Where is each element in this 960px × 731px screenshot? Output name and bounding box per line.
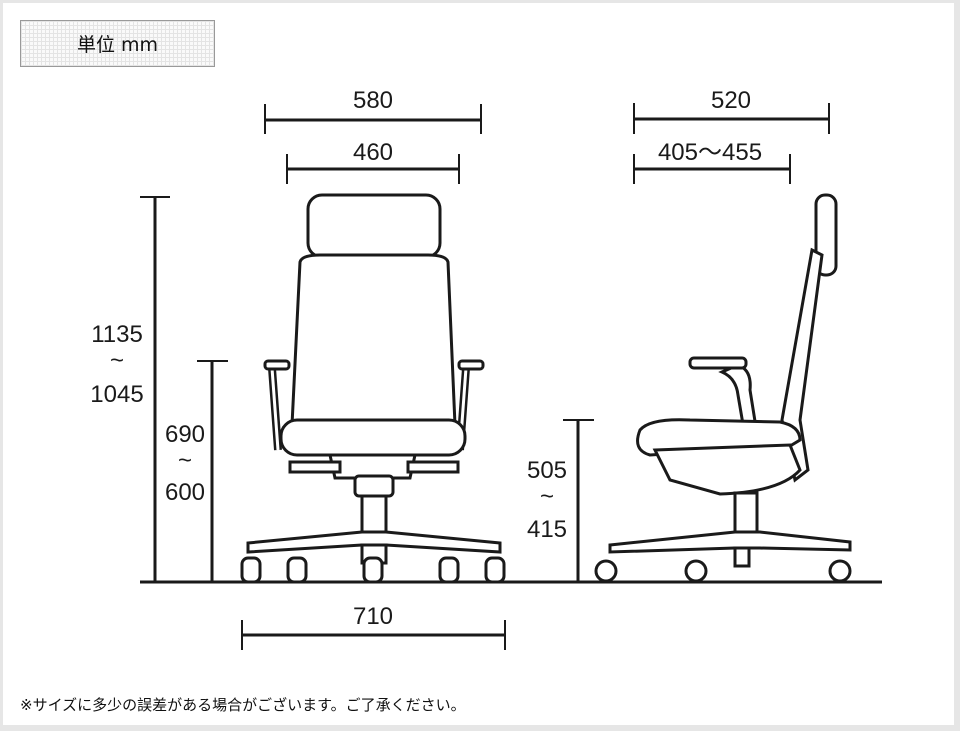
label-armrest-height-min: 600	[165, 479, 205, 506]
chair-side-view	[594, 193, 852, 583]
label-overall-height-max: 1135	[91, 321, 143, 348]
label-seat-height-min: 415	[527, 516, 567, 543]
label-overall-height-min: 1045	[90, 381, 143, 408]
dim-line-overall-height	[140, 196, 170, 582]
dim-line-base-width	[241, 620, 506, 650]
tolerance-note: ※サイズに多少の誤差がある場合がございます。ご了承ください。	[20, 696, 466, 714]
dim-line-overall-depth	[633, 103, 830, 134]
label-seat-height-max: 505	[527, 457, 567, 484]
dim-line-armrest-height	[197, 360, 228, 582]
label-seat-depth: 405～455	[658, 139, 762, 166]
label-base-width: 710	[353, 603, 393, 630]
dim-line-seat-depth	[633, 154, 791, 184]
dim-line-seat-width	[286, 154, 460, 184]
caster-wheels	[240, 556, 506, 584]
chair-front-view	[240, 193, 506, 584]
label-armrest-height-max: 690	[165, 421, 205, 448]
dim-line-seat-height	[563, 419, 594, 582]
label-overall-depth: 520	[711, 87, 751, 114]
unit-label: 単位 mm	[76, 34, 159, 56]
label-overall-width: 580	[353, 87, 393, 114]
label-seat-width: 460	[353, 139, 393, 166]
unit-label-box: 単位 mm	[20, 20, 215, 67]
range-mark: ~	[178, 447, 192, 474]
range-mark: ~	[110, 347, 124, 374]
range-mark: ~	[540, 483, 554, 510]
dim-line-overall-width	[264, 104, 482, 134]
